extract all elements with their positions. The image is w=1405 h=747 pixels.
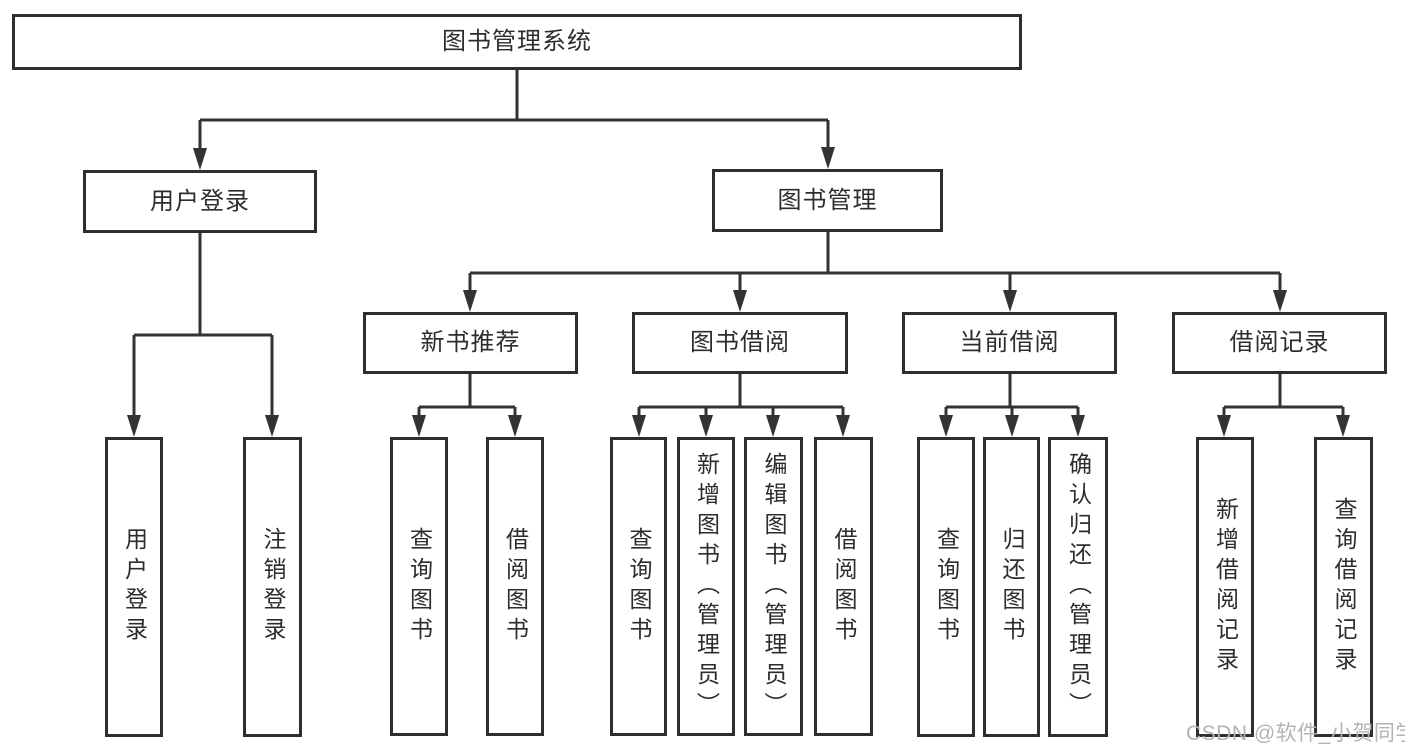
node-user-login: 用户登录 [83,170,317,233]
node-library-management-system-label: 图书管理系统 [442,28,592,55]
connector-borrow-records-to-leaves [1217,374,1350,437]
connector-book-management-to-level3 [463,232,1287,312]
leaf-add-books-admin-label: 新增图书（管理员） [693,451,720,722]
leaf-borrow-books-label: 借阅图书 [831,526,857,647]
arrowhead [632,415,646,437]
leaf-query-books-recommend-label: 查询图书 [406,526,433,647]
leaf-borrow-books: 借阅图书 [814,437,873,736]
leaf-edit-books-admin-label: 编辑图书（管理员） [761,451,787,722]
leaf-logout-label: 注销登录 [260,527,286,647]
arrowhead [1217,415,1231,437]
leaf-logout: 注销登录 [243,437,302,737]
arrowhead [1273,290,1287,312]
node-book-borrow-label: 图书借阅 [690,329,790,356]
node-current-borrow: 当前借阅 [902,312,1117,374]
leaf-query-borrow-record-label: 查询借阅记录 [1331,497,1357,677]
leaf-borrow-books-recommend: 借阅图书 [486,437,544,736]
leaf-confirm-return-admin-label: 确认归还（管理员） [1065,452,1092,722]
arrowhead [1005,415,1019,437]
connector-book-borrow-to-leaves [632,374,850,437]
connector-new-book-recommend-to-leaves [412,374,522,437]
connector-root-to-level2 [193,70,835,170]
leaf-query-books-borrow-label: 查询图书 [626,526,652,647]
node-user-login-label: 用户登录 [150,187,250,215]
leaf-query-books-recommend: 查询图书 [390,437,448,736]
connector-current-borrow-to-leaves [939,374,1085,437]
node-book-management: 图书管理 [712,169,943,232]
arrowhead [127,415,141,437]
node-current-borrow-label: 当前借阅 [959,329,1060,356]
leaf-borrow-books-recommend-label: 借阅图书 [502,526,529,647]
leaf-confirm-return-admin: 确认归还（管理员） [1048,437,1108,737]
csdn-watermark: CSDN @软件_小贺同学 [1186,722,1405,745]
leaf-add-books-admin: 新增图书（管理员） [677,437,735,736]
arrowhead [836,415,850,437]
node-borrow-records-label: 借阅记录 [1229,329,1330,356]
leaf-query-borrow-record: 查询借阅记录 [1314,437,1373,737]
leaf-user-login: 用户登录 [105,437,163,737]
leaf-query-books-current: 查询图书 [917,437,975,737]
leaf-edit-books-admin: 编辑图书（管理员） [744,437,803,736]
node-borrow-records: 借阅记录 [1172,312,1387,374]
arrowhead [1071,415,1085,437]
leaf-add-borrow-record-label: 新增借阅记录 [1212,497,1239,677]
leaf-query-books-borrow: 查询图书 [610,437,667,736]
leaf-query-books-current-label: 查询图书 [933,527,960,647]
arrowhead [733,290,747,312]
arrowhead [939,415,953,437]
leaf-return-books: 归还图书 [983,437,1040,737]
arrowhead [766,415,780,437]
node-library-management-system: 图书管理系统 [12,14,1022,70]
arrowhead [508,415,522,437]
node-new-book-recommend: 新书推荐 [363,312,578,374]
leaf-user-login-label: 用户登录 [121,527,148,647]
arrowhead [463,290,477,312]
arrowhead [1336,415,1350,437]
arrowhead [699,415,713,437]
arrowhead [265,415,279,437]
arrowhead [412,415,426,437]
arrowhead [821,147,835,169]
node-book-management-label: 图书管理 [777,186,878,214]
node-book-borrow: 图书借阅 [632,312,848,374]
arrowhead [193,148,207,170]
connector-user-login-to-leaves [127,233,279,437]
leaf-return-books-label: 归还图书 [999,527,1025,647]
node-new-book-recommend-label: 新书推荐 [420,329,521,356]
leaf-add-borrow-record: 新增借阅记录 [1196,437,1254,737]
arrowhead [1003,290,1017,312]
